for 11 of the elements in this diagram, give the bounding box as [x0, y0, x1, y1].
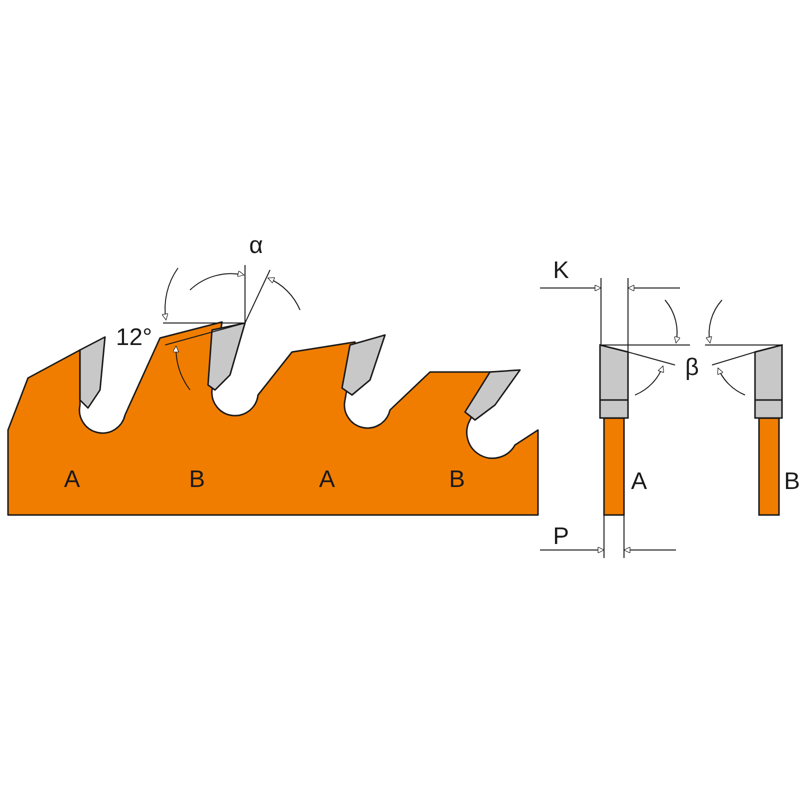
tooth-label: B	[449, 468, 465, 492]
dimension-label: P	[553, 525, 569, 549]
dimension-label: K	[553, 259, 569, 283]
angle-label: α	[249, 234, 263, 258]
tooth-label: A	[631, 470, 647, 494]
tooth-label: B	[784, 470, 800, 494]
tooth-label: A	[64, 468, 80, 492]
angle-label: 12°	[116, 326, 152, 350]
tooth-label: B	[189, 468, 205, 492]
tooth-label: A	[319, 468, 335, 492]
angle-label: β	[685, 356, 699, 380]
